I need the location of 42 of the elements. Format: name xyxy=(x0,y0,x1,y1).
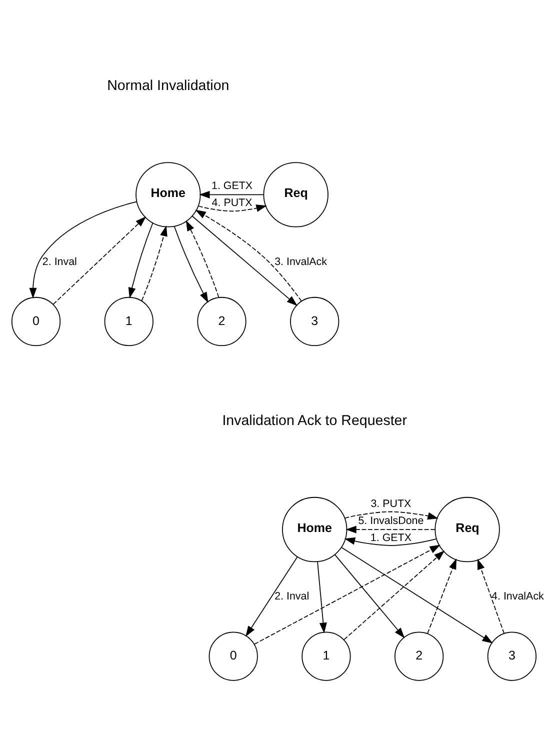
edge-label: 5. InvalsDone xyxy=(358,514,424,526)
arrow xyxy=(317,560,327,633)
arrow xyxy=(141,225,168,301)
edge-label: 4. PUTX xyxy=(212,196,252,208)
node-circle: 3 xyxy=(290,296,340,346)
node-circle: 3 xyxy=(487,631,536,680)
arrow xyxy=(254,544,440,644)
arrow xyxy=(344,550,445,640)
arrow xyxy=(346,525,436,533)
node-circle: 2 xyxy=(197,296,246,346)
edge-label: 1. GETX xyxy=(211,179,253,192)
arrow xyxy=(128,222,154,298)
edge-label: 2. Inval xyxy=(42,255,77,268)
node-circle: 2 xyxy=(394,631,444,680)
label: Invalidation Ack to Requester xyxy=(222,412,407,428)
arrow xyxy=(344,510,438,520)
arrow xyxy=(199,190,264,198)
node-circle: Req xyxy=(263,162,328,227)
label: Normal Invalidation xyxy=(107,78,230,94)
arrow xyxy=(344,536,437,546)
arrow xyxy=(427,558,456,634)
node-circle: Home xyxy=(282,496,348,562)
arrow xyxy=(186,220,220,298)
arrow xyxy=(334,554,405,638)
arrow xyxy=(52,216,146,304)
edge-label: 4. InvalAck xyxy=(492,590,544,602)
arrow xyxy=(477,558,505,634)
node-circle: 0 xyxy=(208,631,258,680)
arrow xyxy=(198,204,267,212)
node-circle: 1 xyxy=(104,296,154,346)
node-circle: 0 xyxy=(11,296,61,346)
arrow xyxy=(246,556,298,636)
edge-label: 3. InvalAck xyxy=(274,255,327,268)
arrow xyxy=(174,226,208,302)
arrow xyxy=(192,215,298,306)
edge-label: 1. GETX xyxy=(370,531,412,544)
arrow xyxy=(29,200,138,298)
edge-label: 3. PUTX xyxy=(370,497,412,510)
arrow xyxy=(195,209,302,302)
edge-label: 2. Inval xyxy=(274,590,310,602)
node-circle: 1 xyxy=(302,631,351,680)
arrow xyxy=(341,546,493,643)
